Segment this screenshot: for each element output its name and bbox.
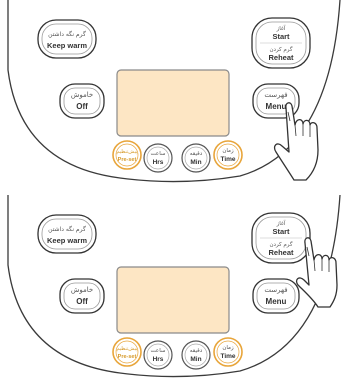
time-label-fa: زمان — [222, 345, 234, 351]
off-button[interactable]: خاموش Off — [59, 278, 105, 314]
menu-label: Menu — [266, 102, 287, 111]
preset-button[interactable]: پیش‌تنظیم Pre-set — [112, 140, 142, 170]
hrs-button[interactable]: ساعت Hrs — [143, 340, 173, 370]
hrs-label-fa: ساعت — [151, 348, 166, 354]
time-button[interactable]: زمان Time — [213, 337, 243, 367]
time-label: Time — [220, 353, 235, 360]
off-label: Off — [76, 297, 88, 306]
lcd-display — [116, 266, 230, 334]
keep-warm-label-fa: گرم نگه داشتن — [48, 225, 86, 233]
start-reheat-button[interactable]: آغاز Start گرم کردن Reheat — [251, 212, 311, 264]
start-label: Start — [272, 227, 290, 236]
control-panel-start-step: گرم نگه داشتن Keep warm آغاز Start گرم ک… — [0, 195, 343, 385]
min-label: Min — [190, 159, 201, 166]
off-label-fa: خاموش — [71, 91, 93, 99]
time-button[interactable]: زمان Time — [213, 140, 243, 170]
control-panel-menu-step: گرم نگه داشتن Keep warm آغاز Start گرم ک… — [0, 0, 343, 190]
min-label-fa: دقیقه — [190, 151, 203, 157]
preset-button[interactable]: پیش‌تنظیم Pre-set — [112, 337, 142, 367]
preset-label: Pre-set — [118, 354, 137, 360]
pointing-hand-icon — [295, 237, 338, 308]
keep-warm-label: Keep warm — [47, 41, 87, 50]
off-label-fa: خاموش — [71, 286, 93, 294]
pointing-hand-icon — [273, 102, 319, 181]
start-label-fa: آغاز — [276, 220, 286, 227]
min-label: Min — [190, 356, 201, 363]
reheat-label: Reheat — [268, 53, 294, 62]
reheat-label-fa: گرم کردن — [270, 241, 293, 248]
preset-label-fa: پیش‌تنظیم — [116, 149, 138, 155]
start-label: Start — [272, 32, 290, 41]
hrs-label-fa: ساعت — [151, 151, 166, 157]
preset-label-fa: پیش‌تنظیم — [116, 346, 138, 352]
off-label: Off — [76, 102, 88, 111]
hrs-button[interactable]: ساعت Hrs — [143, 143, 173, 173]
min-label-fa: دقیقه — [190, 348, 203, 354]
hrs-label: Hrs — [153, 159, 164, 166]
menu-button[interactable]: فهرست Menu — [252, 278, 300, 314]
hrs-label: Hrs — [153, 356, 164, 363]
keep-warm-button[interactable]: گرم نگه داشتن Keep warm — [37, 214, 97, 254]
menu-label: Menu — [266, 297, 287, 306]
start-reheat-button[interactable]: آغاز Start گرم کردن Reheat — [251, 17, 311, 69]
menu-label-fa: فهرست — [264, 286, 287, 294]
keep-warm-button[interactable]: گرم نگه داشتن Keep warm — [37, 19, 97, 59]
off-button[interactable]: خاموش Off — [59, 83, 105, 119]
reheat-label: Reheat — [268, 248, 294, 257]
start-label-fa: آغاز — [276, 25, 286, 32]
min-button[interactable]: دقیقه Min — [181, 143, 211, 173]
lcd-display — [116, 69, 230, 137]
panel-outline — [7, 0, 341, 183]
time-label-fa: زمان — [222, 148, 234, 154]
min-button[interactable]: دقیقه Min — [181, 340, 211, 370]
reheat-label-fa: گرم کردن — [270, 46, 293, 53]
time-label: Time — [220, 156, 235, 163]
preset-label: Pre-set — [118, 157, 137, 163]
keep-warm-label-fa: گرم نگه داشتن — [48, 30, 86, 38]
menu-label-fa: فهرست — [264, 91, 287, 99]
keep-warm-label: Keep warm — [47, 236, 87, 245]
